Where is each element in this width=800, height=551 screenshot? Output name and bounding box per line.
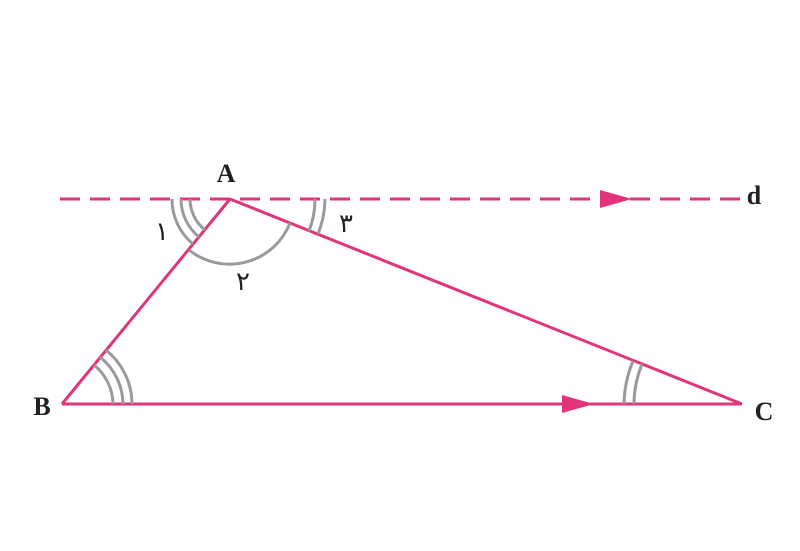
angle-2-label: ۲ [236,267,250,297]
angle-b-arc-inner [93,363,115,405]
side-ab [60,198,232,405]
parallel-arrow-d [600,190,632,208]
line-label-d: d [747,181,762,210]
angle-1-arc-inner [188,198,206,232]
vertex-label-c: C [755,397,774,426]
vertex-label-a: A [217,159,236,188]
angle-3-arc-inner [307,198,317,232]
angle-2-arc [188,222,292,266]
angle-1-arc-outer [170,198,194,246]
angle-c-arc-inner [622,360,635,405]
angle-3-label: ۳ [339,209,353,239]
parallel-arrow-bc [562,395,594,413]
angle-b-arc-middle [99,355,125,405]
side-ac [229,197,743,406]
angle-c-arc-outer [632,363,644,405]
angle-3-arc-outer [316,198,327,235]
angle-b-arc-outer [105,348,134,405]
angle-1-label: ۱ [155,217,169,247]
angle-1-arc-middle [179,198,200,239]
vertex-label-b: B [33,392,50,421]
